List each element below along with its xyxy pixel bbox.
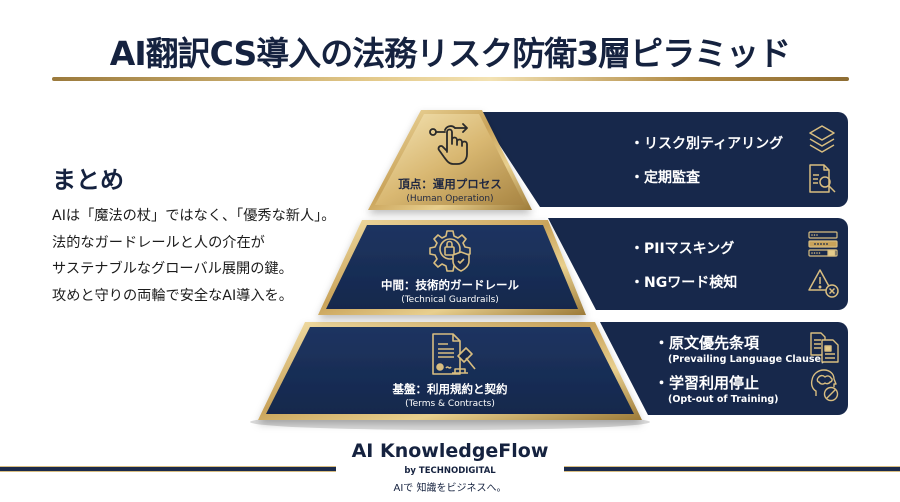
panel-bottom-item-1-title: ・原文優先条項 [654,334,760,352]
gear-lock-shield-icon [429,230,471,272]
brand-name: AI KnowledgeFlow [351,440,549,462]
panel-bot-bg [600,322,848,415]
panel-bottom-item-2: ・学習利用停止 (Opt-out of Training) [654,372,779,405]
brand-byline: by TECHNODIGITAL [404,466,496,476]
panel-bottom-item-1-sub: (Prevailing Language Clause) [668,354,826,365]
panel-mid-item-2: ・NGワード検知 [630,275,738,291]
panel-mid-bg [548,218,848,310]
documents-icon [810,332,839,363]
title-underline [52,77,849,81]
panel-bottom-item-1: ・原文優先条項 (Prevailing Language Clause) [654,332,825,365]
summary-heading: まとめ [52,166,124,194]
summary-line: 法的なガードレールと人の介在が [52,234,265,251]
tier-bottom-title: 基盤：利用規約と契約 [392,382,508,396]
summary-body: AIは「魔法の杖」ではなく、「優秀な新人」。 法的なガードレールと人の介在が サ… [52,203,335,309]
panel-mid-item-1: ・PIIマスキング [630,241,735,257]
tier-top-label: 頂点：運用プロセス (Human Operation) [380,176,520,204]
tier-top-title: 頂点：運用プロセス [398,177,502,191]
panel-top-bg [478,112,848,207]
brand-tagline: AIで 知識をビジネスへ。 [393,483,507,494]
panel-top-item-2: ・定期監査 [630,170,700,186]
brain-block-icon [810,369,839,402]
panel-top-item-1: ・リスク別ティアリング [630,136,784,152]
tier-mid-title: 中間：技術的ガードレール [381,278,519,292]
document-search-icon [809,164,836,193]
tier-mid-label: 中間：技術的ガードレール (Technical Guardrails) [340,277,560,305]
summary-line: 攻めと守りの両輪で安全なAI導入を。 [52,287,293,304]
panel-bottom-item-2-title: ・学習利用停止 [654,374,760,392]
summary-line: AIは「魔法の杖」ではなく、「優秀な新人」。 [52,208,336,224]
tier-bottom-label: 基盤：利用規約と契約 (Terms & Contracts) [340,381,560,409]
hand-pointer-icon [429,123,468,165]
layers-icon [809,125,835,153]
contract-gavel-icon [432,333,476,375]
panel-bottom-item-2-sub: (Opt-out of Training) [668,394,779,405]
warning-x-icon [808,269,839,298]
footer-rule-left [0,466,336,472]
tier-mid-subtitle: (Technical Guardrails) [401,295,499,305]
page-title: AI翻訳CS導入の法務リスク防衛3層ピラミッド [109,34,791,73]
tier-bottom-subtitle: (Terms & Contracts) [405,399,495,409]
masked-fields-icon [808,231,838,257]
footer-rule-right [564,466,900,472]
summary-line: サステナブルなグローバル展開の鍵。 [52,261,293,277]
tier-top-subtitle: (Human Operation) [406,194,494,204]
